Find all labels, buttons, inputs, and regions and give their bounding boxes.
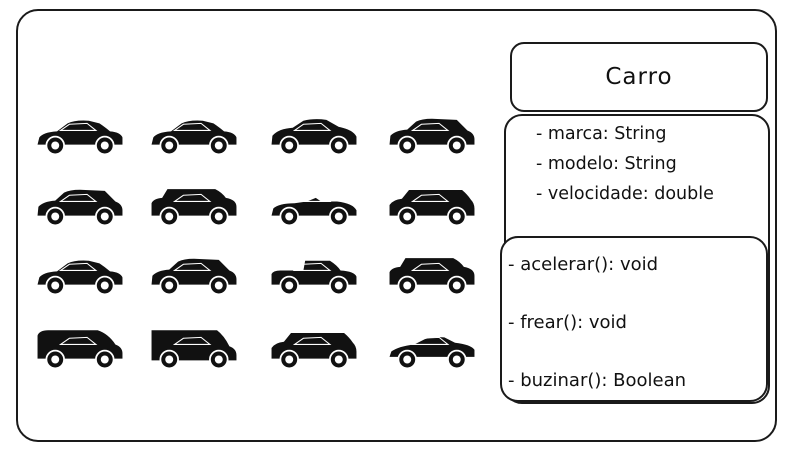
class-name-box: Carro [510, 42, 768, 112]
diagram-frame [16, 9, 777, 442]
methods-box [500, 236, 768, 402]
method-buzinar: - buzinar(): Boolean [508, 370, 687, 391]
suv-icon [151, 189, 237, 227]
method-frear: - frear(): void [508, 312, 627, 333]
suv-icon [389, 258, 475, 296]
attribute-marca: - marca: String [536, 124, 667, 144]
station-wagon-icon [389, 189, 475, 227]
convertible-icon [271, 193, 357, 227]
sedan-icon [37, 120, 123, 156]
attribute-velocidade: - velocidade: double [536, 184, 714, 204]
coupe-icon [389, 336, 475, 370]
hatchback-icon [389, 118, 475, 156]
sport-sedan-icon [271, 119, 357, 156]
class-name: Carro [605, 64, 673, 90]
attribute-modelo: - modelo: String [536, 154, 677, 174]
hatchback-icon [151, 258, 237, 296]
cargo-van-icon [151, 330, 237, 370]
sedan-icon [151, 120, 237, 156]
pickup-icon [271, 260, 357, 296]
sedan-icon [37, 260, 123, 296]
station-wagon-icon [271, 332, 357, 370]
minivan-icon [37, 330, 123, 370]
method-acelerar: - acelerar(): void [508, 254, 659, 275]
hatchback-icon [37, 189, 123, 227]
